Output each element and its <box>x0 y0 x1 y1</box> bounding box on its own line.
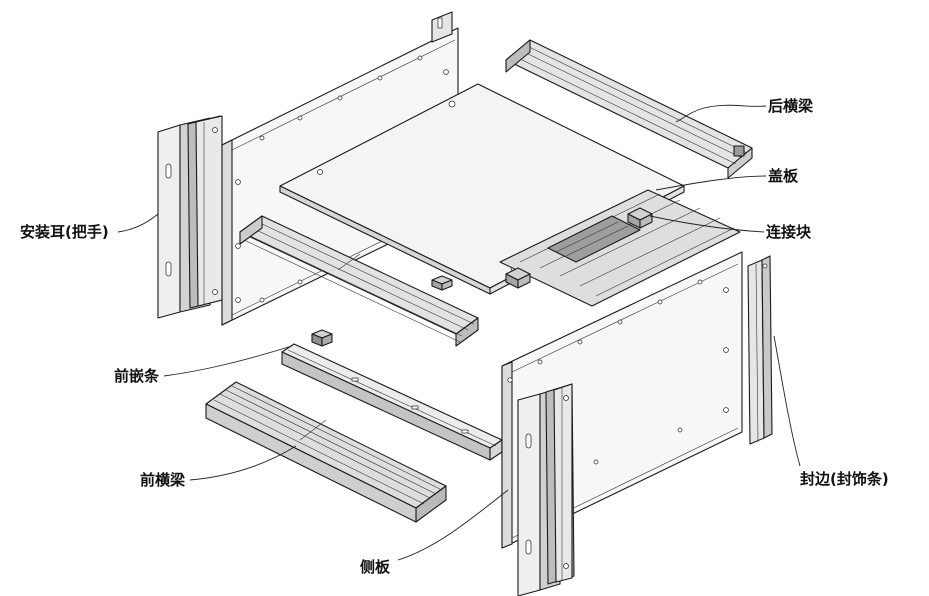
label-edge-trim: 封边(封饰条) <box>800 470 889 488</box>
label-rear-beam: 后横梁 <box>768 97 814 115</box>
connector-block-small <box>431 275 453 291</box>
label-side-panel: 侧板 <box>360 558 391 576</box>
connector-block-top <box>627 207 653 229</box>
connector-block-front <box>311 329 333 347</box>
connector-block-mid <box>505 267 531 289</box>
label-connector-block: 连接块 <box>766 223 812 241</box>
label-front-beam: 前横梁 <box>140 471 186 489</box>
leader-rear-beam <box>675 104 767 123</box>
leader-side-panel <box>397 489 509 561</box>
leader-front-beam <box>189 445 297 481</box>
label-front-insert-strip: 前嵌条 <box>114 367 160 385</box>
front-beam <box>205 381 447 523</box>
leader-edge-trim <box>773 335 801 467</box>
label-mounting-ear: 安装耳(把手) <box>20 223 109 241</box>
internal-rails <box>499 189 741 307</box>
mounting-ear-left <box>157 115 223 319</box>
leader-front-insert-strip <box>163 345 293 377</box>
leader-connector-block <box>649 215 765 233</box>
front-insert-strip <box>281 343 503 461</box>
edge-trim <box>747 255 773 445</box>
leader-mounting-ear <box>117 213 159 233</box>
upper-front-rail <box>239 215 479 347</box>
leader-cover-plate <box>655 175 767 191</box>
label-cover-plate: 盖板 <box>768 167 799 185</box>
rear-beam <box>505 39 753 179</box>
mounting-ear-right <box>517 383 575 596</box>
leader-lines <box>117 104 801 561</box>
